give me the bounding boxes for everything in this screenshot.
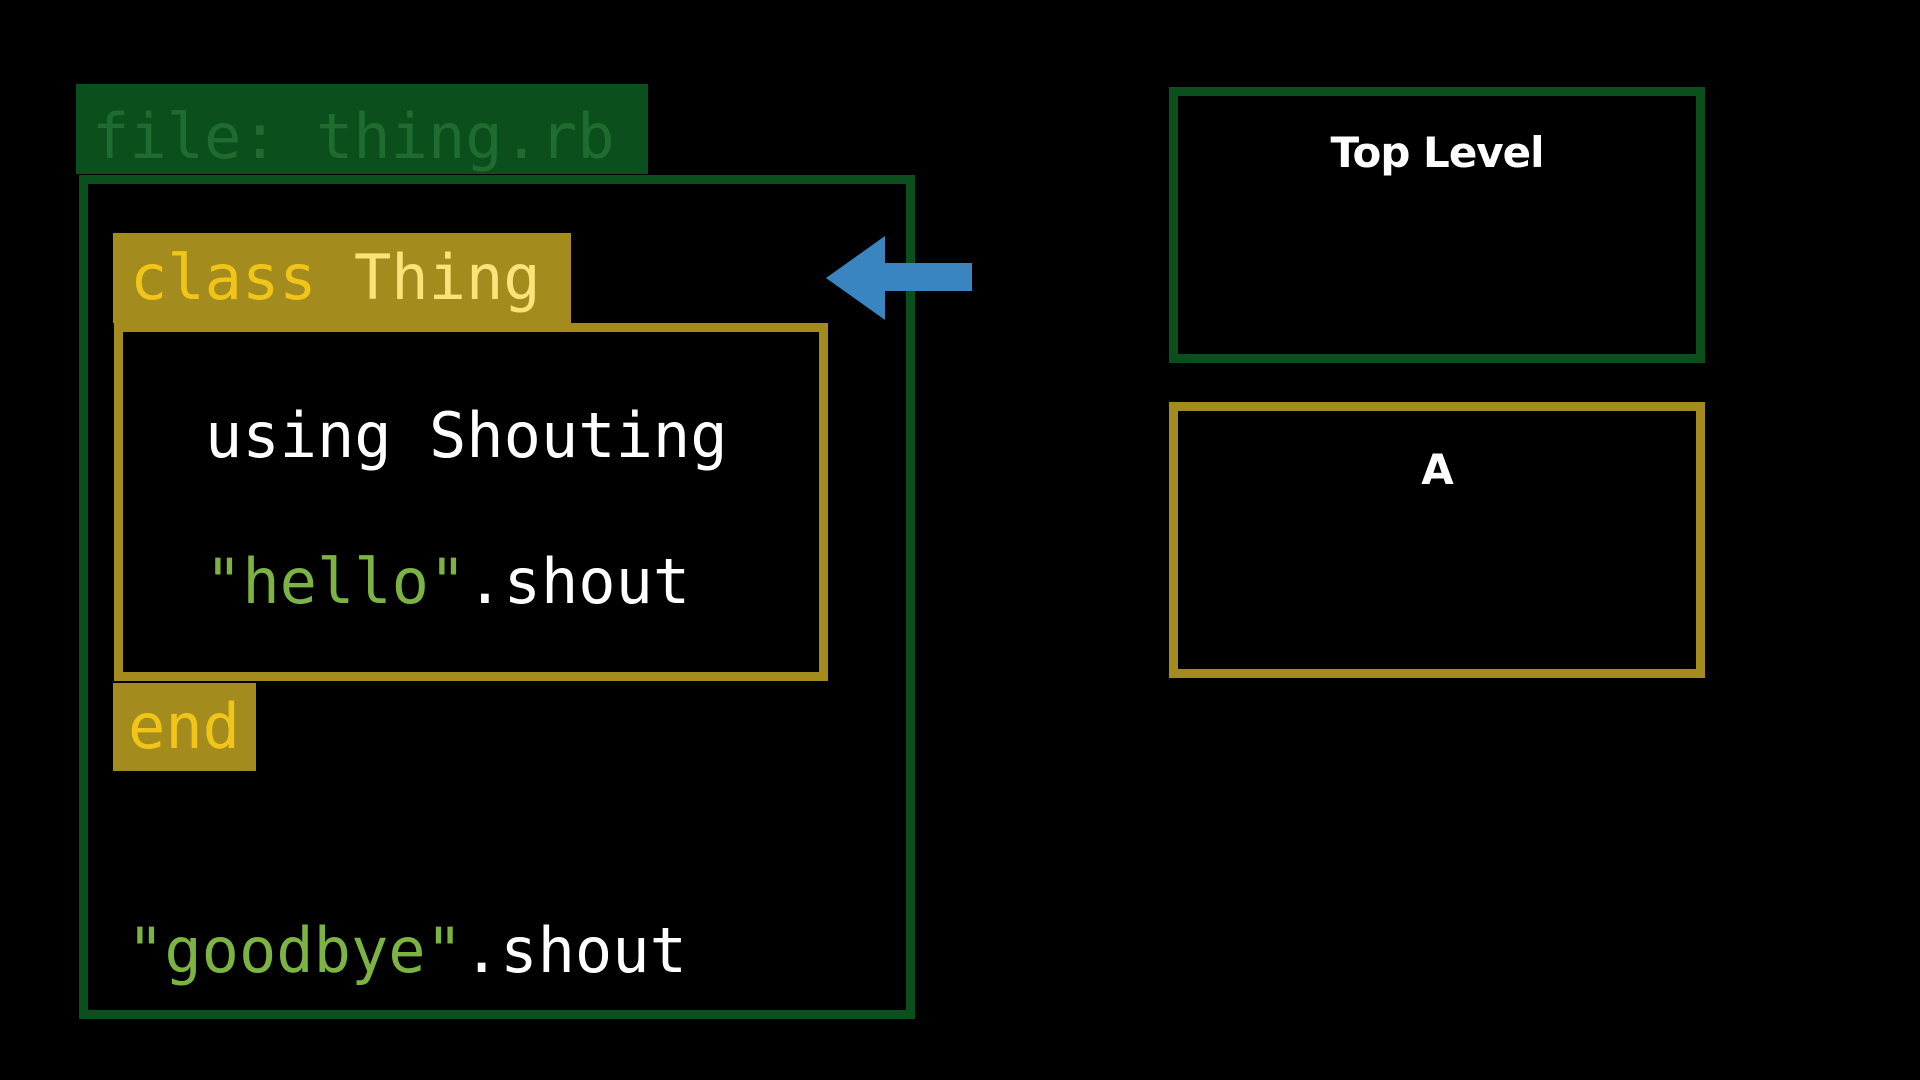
scope-a-title: A xyxy=(1421,445,1454,494)
class-body-box xyxy=(114,323,828,681)
class-header-badge: class Thing xyxy=(113,233,571,323)
hello-call: .shout xyxy=(466,545,691,618)
hello-string: "hello" xyxy=(205,545,467,618)
scope-top-level-title: Top Level xyxy=(1330,128,1544,177)
class-declaration: class Thing xyxy=(130,247,541,309)
file-tab: file: thing.rb xyxy=(76,84,648,174)
goodbye-line: "goodbye".shout xyxy=(127,920,687,982)
using-line: using Shouting xyxy=(205,399,728,472)
scope-top-level-box: Top Level xyxy=(1169,87,1705,363)
end-badge: end xyxy=(113,683,256,771)
hello-line: "hello".shout xyxy=(205,551,690,613)
end-keyword: end xyxy=(128,690,240,763)
class-keyword: class xyxy=(130,241,317,314)
file-tab-label: file: thing.rb xyxy=(92,100,615,173)
class-name: Thing xyxy=(353,241,541,314)
scope-a-box: A xyxy=(1169,402,1705,678)
goodbye-call: .shout xyxy=(462,914,687,987)
file-scope-box xyxy=(79,175,915,1019)
goodbye-string: "goodbye" xyxy=(127,914,463,987)
arrow-left-icon xyxy=(826,236,972,320)
